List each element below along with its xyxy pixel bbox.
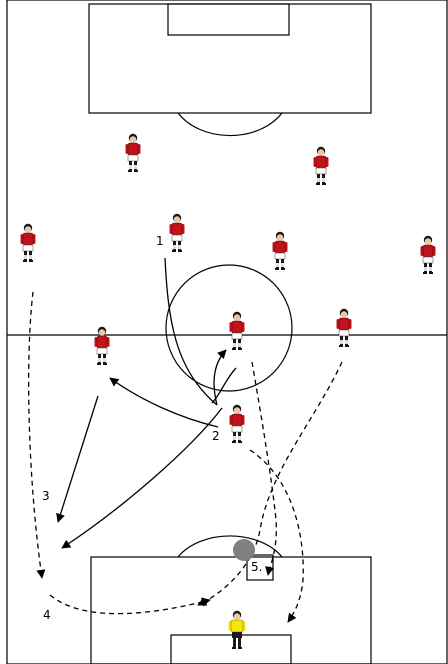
player-top-left-mid bbox=[126, 134, 141, 172]
player-pivot bbox=[230, 405, 245, 443]
player-center-right bbox=[273, 232, 288, 270]
long-pass-line bbox=[62, 408, 222, 548]
player-left-wing bbox=[21, 224, 36, 262]
movement-lines bbox=[29, 258, 342, 622]
bottom-goal-area bbox=[171, 635, 291, 664]
bottom-penalty-arc bbox=[178, 536, 282, 557]
player-top-right-mid bbox=[314, 147, 329, 185]
step-label-4: 4 bbox=[43, 608, 51, 622]
step-label-2: 2 bbox=[212, 429, 220, 443]
pass-line-return bbox=[212, 368, 236, 403]
bottom-penalty-box bbox=[91, 557, 371, 664]
run-line-4 bbox=[50, 595, 210, 614]
step-label-3: 3 bbox=[42, 489, 50, 503]
player-right-mid bbox=[337, 309, 352, 347]
step-label-1: 1 bbox=[156, 234, 164, 248]
player-left-mid bbox=[95, 327, 110, 365]
step-labels: 1 2 3 4 5. bbox=[42, 233, 262, 622]
goalkeeper bbox=[229, 611, 246, 649]
pass-line-3 bbox=[58, 396, 98, 522]
run-line-1 bbox=[165, 258, 217, 405]
field-markings bbox=[7, 0, 447, 664]
player-center bbox=[230, 312, 245, 350]
step-label-5: 5. bbox=[251, 560, 262, 574]
player-right-wing bbox=[421, 236, 436, 274]
top-goal-area bbox=[168, 4, 289, 35]
player-center-left bbox=[170, 214, 185, 252]
pass-line-2 bbox=[214, 350, 226, 405]
touchline bbox=[7, 0, 447, 664]
ball-icon bbox=[233, 539, 255, 561]
top-penalty-arc bbox=[178, 113, 282, 136]
center-circle bbox=[166, 265, 292, 391]
top-penalty-box bbox=[89, 4, 371, 113]
